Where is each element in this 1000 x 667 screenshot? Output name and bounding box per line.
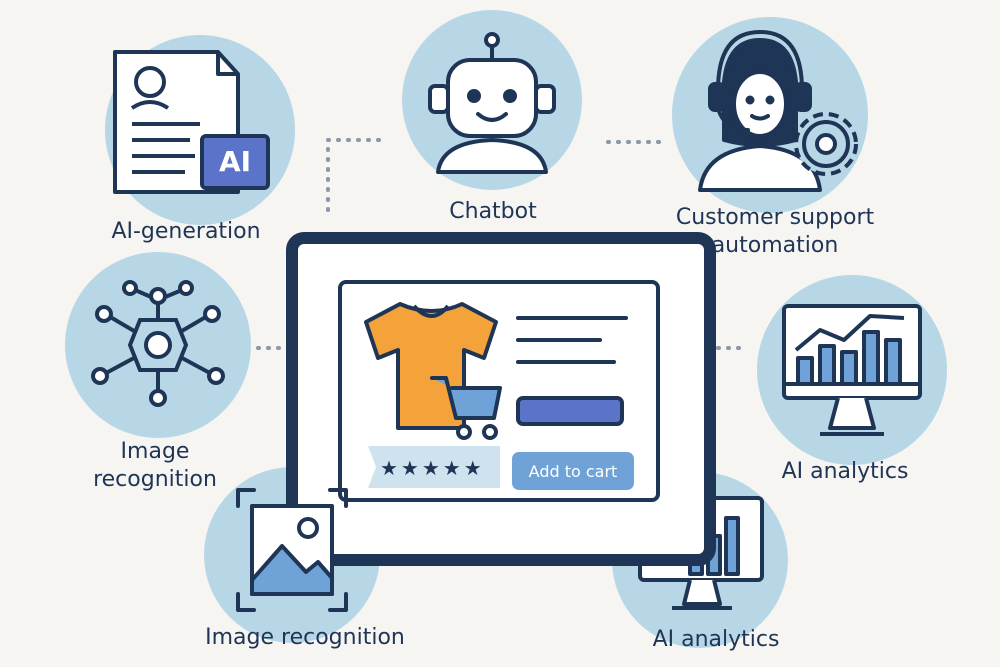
rating-ribbon bbox=[368, 446, 500, 488]
label-image-recognition-left: Image recognition bbox=[70, 438, 240, 494]
price-bar bbox=[516, 396, 624, 426]
product-text-lines bbox=[516, 316, 628, 364]
rating-stars: ★★★★★ bbox=[380, 456, 485, 480]
tablet-device bbox=[286, 232, 716, 566]
label-customer-support-line1: Customer support bbox=[675, 205, 875, 230]
label-chatbot: Chatbot bbox=[449, 199, 537, 224]
add-to-cart-button[interactable]: Add to cart bbox=[512, 452, 634, 490]
label-ai-generation: AI-generation bbox=[111, 219, 261, 244]
label-image-recognition-bottom: Image recognition bbox=[205, 625, 405, 650]
label-customer-support-line2: automation bbox=[711, 233, 839, 258]
ai-badge: AI bbox=[200, 134, 270, 190]
label-image-recognition-left-line2: recognition bbox=[93, 467, 217, 492]
monitor-chart-icon bbox=[782, 304, 922, 436]
label-ai-analytics-right: AI analytics bbox=[781, 459, 909, 484]
support-agent-icon bbox=[698, 30, 822, 192]
network-icon bbox=[91, 280, 225, 407]
robot-icon bbox=[428, 32, 556, 174]
framed-image-icon bbox=[236, 488, 348, 612]
cart-icon bbox=[430, 376, 502, 440]
label-ai-analytics-bottom: AI analytics bbox=[652, 627, 780, 652]
connector-lines bbox=[256, 138, 742, 350]
label-customer-support: Customer support automation bbox=[655, 204, 895, 260]
label-image-recognition-left-line1: Image bbox=[120, 439, 190, 464]
gear-icon bbox=[794, 112, 858, 176]
